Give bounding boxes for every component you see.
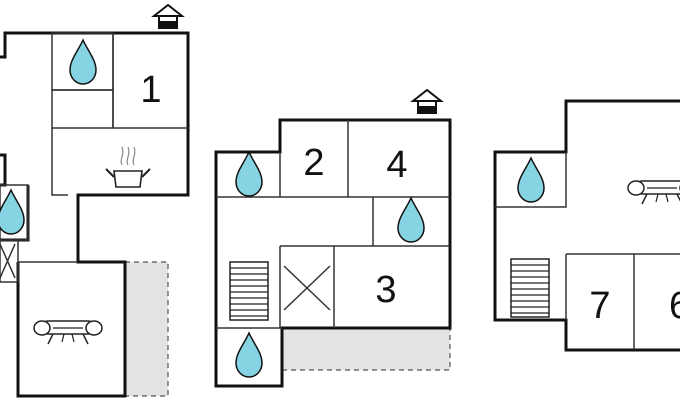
water-drop-icon (69, 39, 97, 85)
sofa-icon (627, 180, 680, 205)
staircase-icon (510, 258, 550, 318)
outer-walls (214, 118, 452, 388)
room-label: 3 (375, 269, 396, 311)
water-drop-icon (0, 189, 25, 235)
water-drop-icon (235, 332, 263, 378)
water-drop-icon (397, 197, 425, 243)
terrace (125, 262, 168, 396)
inner-walls (216, 120, 450, 329)
floor-2: 2 4 3 (214, 89, 452, 388)
terrace (282, 328, 450, 370)
terrace-outline (282, 328, 451, 371)
inner-walls (495, 152, 680, 350)
room-label: 7 (589, 285, 610, 327)
house-entrance-icon (412, 89, 442, 114)
outer-walls (493, 99, 680, 352)
sofa-icon (33, 320, 103, 345)
staircase-icon (229, 261, 269, 321)
room-label: 4 (386, 144, 407, 186)
floor-1: 1 (0, 4, 190, 398)
house-entrance-icon (153, 4, 183, 29)
terrace-outline (125, 261, 169, 397)
room-label: 6 (669, 285, 680, 327)
cooking-pot-icon (105, 146, 151, 188)
water-drop-icon (517, 157, 545, 203)
room-label: 2 (303, 142, 324, 184)
room-label: 1 (140, 69, 161, 111)
floor-3: 7 6 (493, 99, 680, 352)
inner-walls (0, 32, 188, 283)
water-drop-icon (235, 151, 263, 197)
